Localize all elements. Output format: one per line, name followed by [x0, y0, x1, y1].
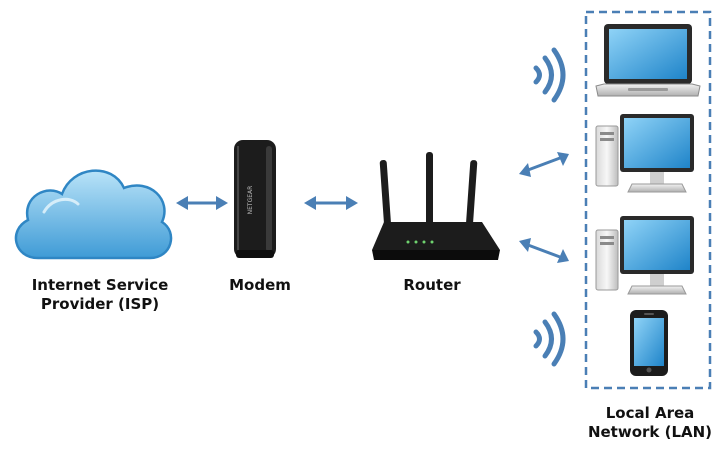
double-arrow-icon	[304, 196, 358, 210]
lan-label-line2: Network (LAN)	[587, 423, 713, 441]
wifi-signal-icon	[533, 47, 566, 103]
desktop-computer-icon	[595, 216, 694, 295]
isp-label-line1: Internet Service	[31, 276, 169, 294]
router-label: Router	[403, 276, 461, 294]
router-icon	[372, 152, 500, 260]
isp-label-line2: Provider (ISP)	[40, 295, 160, 313]
modem-icon: NETGEAR	[234, 140, 276, 258]
wifi-signal-icon	[533, 311, 566, 367]
double-arrow-icon	[519, 238, 569, 263]
lan-label: Local Area Network (LAN)	[582, 404, 718, 442]
double-arrow-icon	[176, 196, 228, 210]
modem-brand-text: NETGEAR	[247, 186, 254, 215]
desktop-computer-icon	[595, 114, 694, 193]
isp-label: Internet Service Provider (ISP)	[10, 276, 190, 314]
laptop-icon	[595, 24, 701, 97]
smartphone-icon	[630, 310, 668, 376]
lan-label-line1: Local Area	[605, 404, 695, 422]
lan-boundary	[584, 10, 712, 390]
cloud-icon	[14, 169, 173, 260]
double-arrow-icon	[519, 152, 569, 177]
modem-label: Modem	[229, 276, 291, 294]
